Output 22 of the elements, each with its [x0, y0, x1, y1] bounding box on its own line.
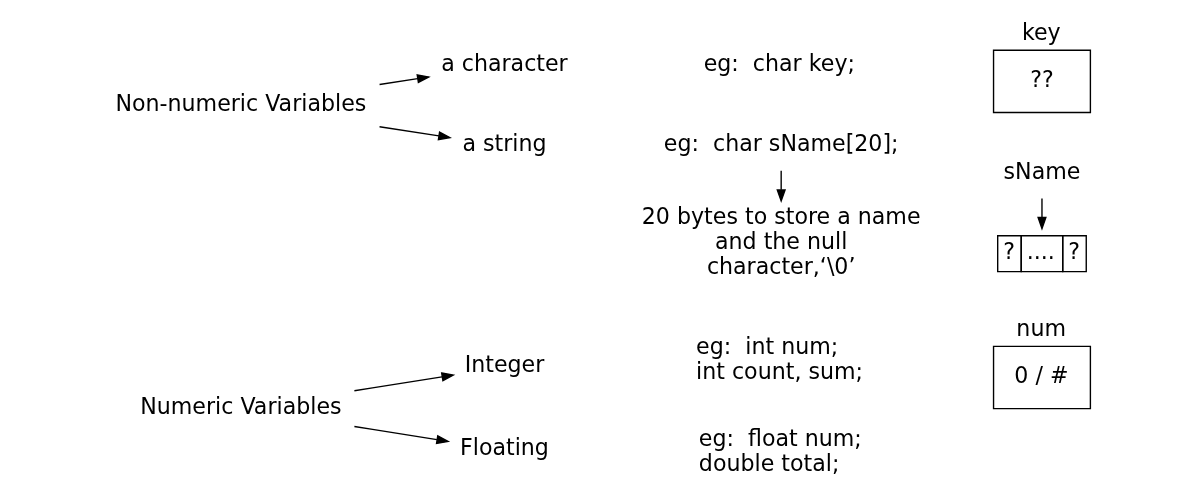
node-text: a character	[441, 49, 568, 76]
arrow	[353, 372, 456, 392]
node-box: ??	[992, 49, 1092, 114]
arrow	[378, 73, 431, 86]
node-text: a string	[462, 130, 547, 157]
arrow	[353, 425, 451, 445]
node-label: num	[1016, 315, 1066, 342]
node-text: 20 bytes to store a name and the null character,‘\0’	[641, 203, 921, 280]
node-text: Integer	[464, 351, 545, 378]
arrow	[776, 170, 787, 204]
arrow	[378, 126, 452, 141]
label: eg: float num; double total;	[698, 424, 862, 476]
node-text: sName	[1003, 157, 1081, 184]
label: eg: int num; int count, sum;	[696, 333, 863, 385]
node-text: Non-numeric Variables	[115, 89, 367, 116]
node-text: eg: char sName[20];	[663, 130, 899, 157]
arrow	[1037, 197, 1047, 231]
node-text: Numeric Variables	[140, 392, 342, 419]
node-box: 0 / #	[992, 345, 1092, 410]
label: eg: char key;	[703, 49, 855, 76]
node-label: key	[1021, 19, 1061, 46]
node-text: Floating	[460, 434, 549, 461]
